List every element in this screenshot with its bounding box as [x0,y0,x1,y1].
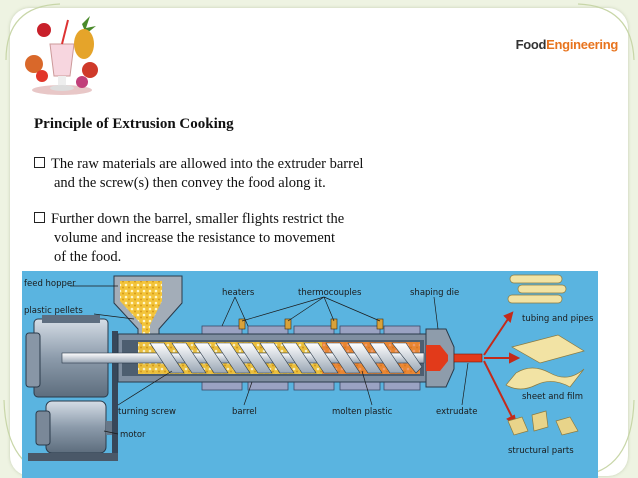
checkbox-bullet-icon [34,157,45,168]
checkbox-bullet-icon [34,212,45,223]
bullet-2: Further down the barrel, smaller flights… [34,210,344,267]
bullet-1-line-1: The raw materials are allowed into the e… [51,156,364,172]
label-sheet-and-film: sheet and film [522,392,583,402]
label-thermocouples: thermocouples [298,288,362,298]
label-feed-hopper: feed hopper [24,279,76,289]
slide-heading: Principle of Extrusion Cooking [34,116,234,132]
label-molten-plastic: molten plastic [332,407,393,417]
shaping-die [425,328,455,388]
label-tubing-and-pipes: tubing and pipes [522,314,594,324]
label-turning-screw: turning screw [118,407,176,417]
tubing-and-pipes [507,274,567,304]
bullet-1: The raw materials are allowed into the e… [34,155,363,193]
label-heaters: heaters [222,288,255,298]
brand-part2: Engineering [546,37,618,52]
label-motor: motor [120,430,146,440]
extruder-diagram: feed hopper plastic pellets heaters ther… [22,271,598,478]
bullet-2-line-1: Further down the barrel, smaller flights… [51,211,345,227]
brand-part1: Food [515,37,547,52]
bullet-2-line-3: of the food. [54,249,122,265]
motor [25,315,118,461]
label-barrel: barrel [232,407,257,417]
label-extrudate: extrudate [436,407,478,417]
turning-screw [61,342,425,374]
label-structural-parts: structural parts [508,446,574,456]
extrudate [453,353,483,363]
sheet-and-film [505,334,585,390]
structural-parts [507,410,579,436]
label-plastic-pellets: plastic pellets [24,306,83,316]
fruit-smoothie-logo [25,14,98,95]
bullet-2-line-2: volume and increase the resistance to mo… [54,230,336,246]
thermocouples [238,318,384,330]
bullet-1-line-2: and the screw(s) then convey the food al… [54,175,326,191]
brand-logo: FoodEngineering [515,37,619,52]
label-shaping-die: shaping die [410,288,459,298]
